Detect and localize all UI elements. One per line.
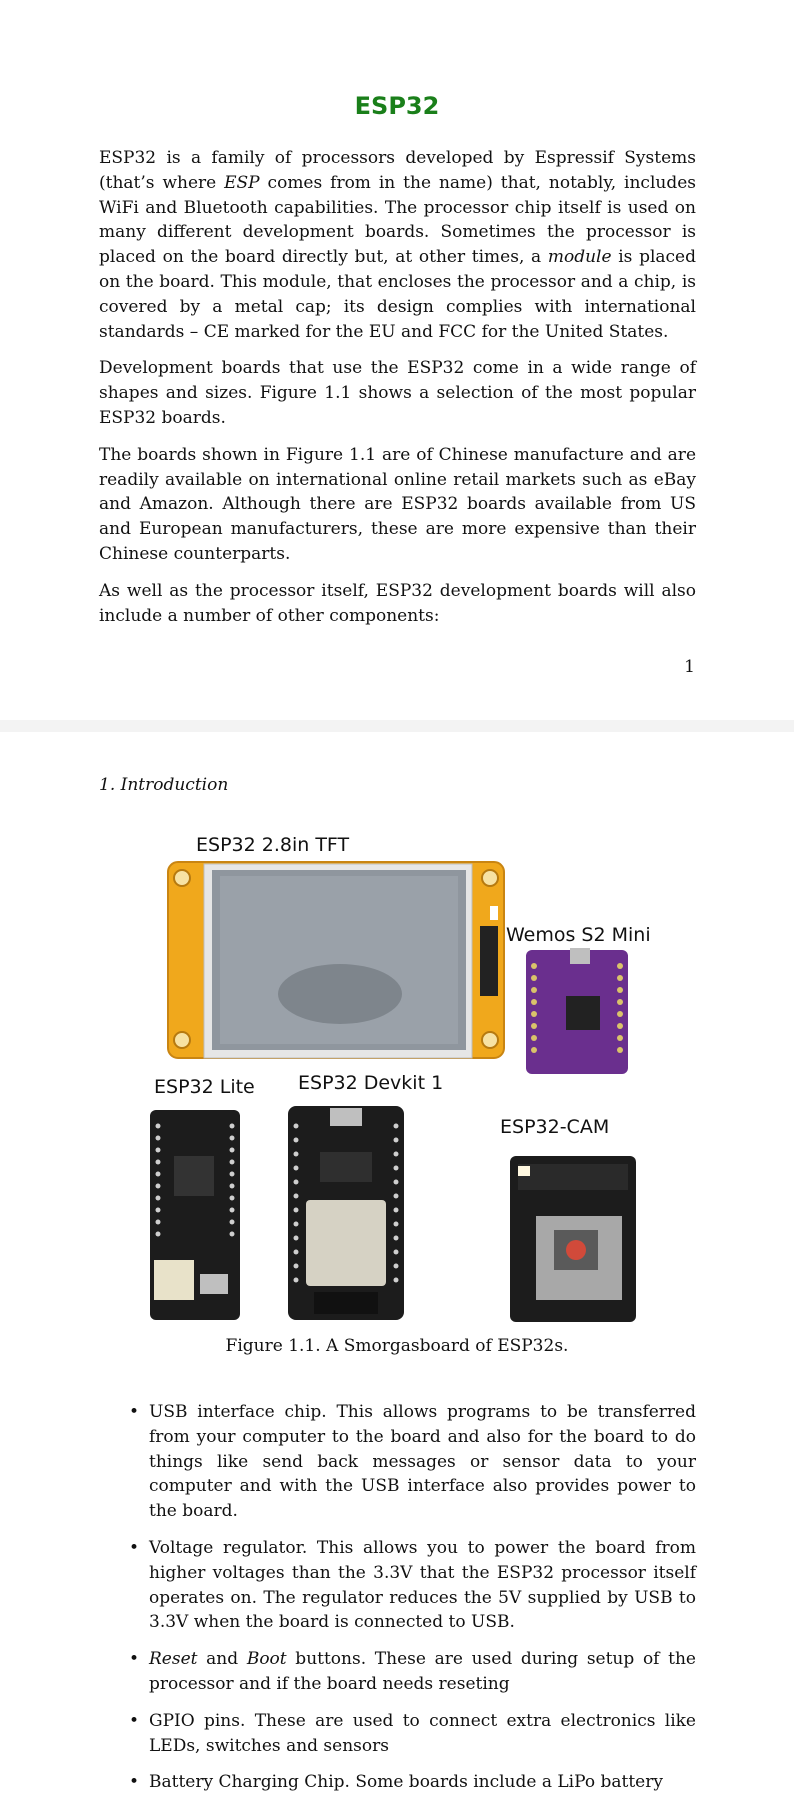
paragraph-1: ESP32 is a family of processors develope… [99,148,697,342]
figure-esp32-boards: ESP32 2.8in TFT Wemos S2 Mini ESP32 Lite… [150,826,660,1336]
lite-board [150,1110,240,1320]
page-separator [0,720,794,732]
wemos-board [526,948,628,1074]
label-wemos-s2-mini: Wemos S2 Mini [506,924,651,946]
list-item: Voltage regulator. This allows you to po… [99,1536,696,1635]
label-esp32-lite: ESP32 Lite [154,1076,255,1098]
cam-board [510,1156,636,1322]
label-esp32-cam: ESP32-CAM [500,1116,610,1138]
section-title: ESP32 [354,92,440,120]
tft-board [167,861,505,1059]
paragraph-4: As well as the processor itself, ESP32 d… [99,580,696,626]
list-item: GPIO pins. These are used to connect ext… [99,1709,696,1759]
paragraph-2: Development boards that use the ESP32 co… [99,358,696,428]
label-esp32-tft: ESP32 2.8in TFT [196,834,350,856]
page-number: 1 [684,657,695,677]
devkit-board [288,1106,404,1320]
running-head: 1. Introduction [99,775,229,795]
list-item: Battery Charging Chip. Some boards inclu… [99,1770,696,1795]
boards-photo-illustration [150,861,636,1322]
document-page-1: ESP32 ESP32 is a family of processors de… [0,0,794,720]
paragraph-3: The boards shown in Figure 1.1 are of Ch… [99,444,696,564]
body-text: ESP32 is a family of processors develope… [99,146,696,640]
label-esp32-devkit: ESP32 Devkit 1 [298,1072,444,1094]
list-item: USB interface chip. This allows programs… [99,1400,696,1524]
list-item: Reset and Boot buttons. These are used d… [99,1647,696,1697]
component-list: USB interface chip. This allows programs… [99,1400,696,1807]
figure-caption: Figure 1.1. A Smorgasboard of ESP32s. [225,1336,569,1356]
